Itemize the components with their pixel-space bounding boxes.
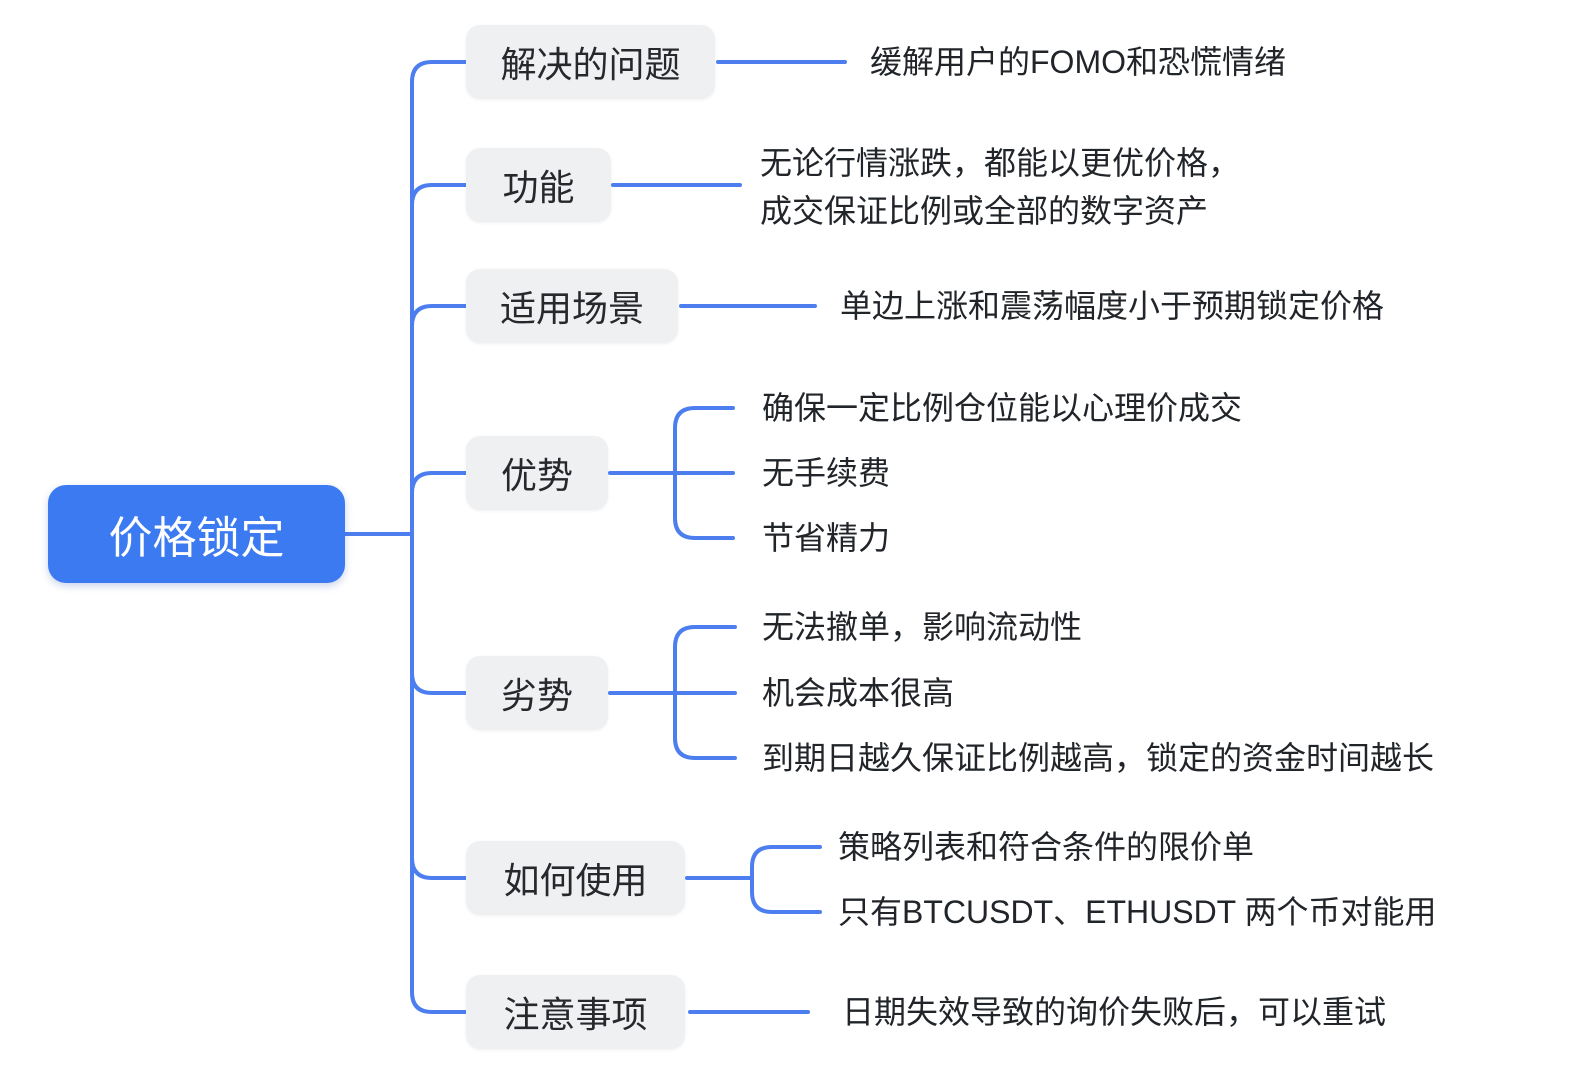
leaf-dis-long-lock[interactable]: 到期日越久保证比例越高，锁定的资金时间越长 [762, 740, 1435, 776]
connector-trunk-advantages [410, 471, 468, 536]
leaf-note-retry[interactable]: 日期失效导致的询价失败后，可以重试 [842, 994, 1387, 1030]
branch-node-how-to-use[interactable]: 如何使用 [466, 841, 685, 915]
branch-node-problem-solved[interactable]: 解决的问题 [466, 25, 715, 99]
connector-trunk-disadvantages [410, 532, 468, 695]
connector-how-to-use-leaves [750, 845, 822, 914]
leaf-how-pairs[interactable]: 只有BTCUSDT、ETHUSDT 两个币对能用 [838, 894, 1437, 930]
leaf-dis-no-cancel[interactable]: 无法撤单，影响流动性 [762, 609, 1083, 645]
root-node-price-lock[interactable]: 价格锁定 [48, 485, 345, 583]
connector-trunk-notes [410, 532, 468, 1014]
leaf-function-desc[interactable]: 无论行情涨跌，都能以更优价格， 成交保证比例或全部的数字资产 [760, 139, 1240, 235]
leaf-dis-opportunity-cost[interactable]: 机会成本很高 [762, 675, 955, 711]
connector-trunk-features [410, 183, 468, 536]
leaf-function-desc-line2: 成交保证比例或全部的数字资产 [760, 193, 1209, 229]
connector-disadvantages-outer-leaves [673, 625, 737, 760]
leaf-how-strategy-list[interactable]: 策略列表和符合条件的限价单 [838, 829, 1255, 865]
leaf-use-case-desc[interactable]: 单边上涨和震荡幅度小于预期锁定价格 [840, 288, 1385, 324]
connector-advantages-outer-leaves [673, 406, 735, 540]
branch-node-notes[interactable]: 注意事项 [466, 975, 685, 1049]
leaf-adv-save-effort[interactable]: 节省精力 [762, 520, 891, 556]
leaf-adv-psych-price[interactable]: 确保一定比例仓位能以心理价成交 [762, 390, 1243, 426]
branch-node-disadvantages[interactable]: 劣势 [466, 656, 608, 730]
leaf-adv-no-fee[interactable]: 无手续费 [762, 455, 891, 491]
leaf-fomo-relief[interactable]: 缓解用户的FOMO和恐慌情绪 [870, 44, 1286, 80]
connector-trunk-problem-solved [410, 60, 468, 536]
branch-node-features[interactable]: 功能 [466, 148, 611, 222]
branch-node-use-cases[interactable]: 适用场景 [466, 269, 678, 343]
connector-trunk-use-cases [410, 304, 468, 536]
leaf-function-desc-line1: 无论行情涨跌，都能以更优价格， [760, 145, 1241, 181]
connector-trunk-how-to-use [410, 532, 468, 880]
branch-node-advantages[interactable]: 优势 [466, 436, 608, 510]
